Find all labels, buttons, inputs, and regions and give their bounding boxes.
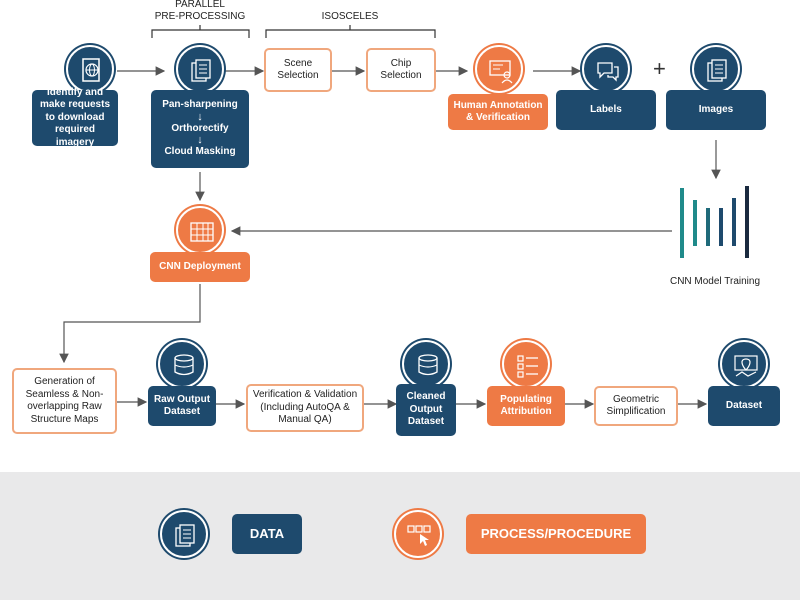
chip-selection-box: Chip Selection [366, 48, 436, 92]
checkbox-click-icon [407, 525, 431, 546]
down-arrow-icon: ↓ [197, 134, 203, 147]
server-rack-icon [190, 222, 214, 242]
populating-icon-circle [502, 340, 550, 388]
legend-data-box: DATA [232, 514, 302, 554]
pan-sharpening-label: Pan-sharpening [162, 99, 238, 111]
human-annotation-icon-circle [475, 45, 523, 93]
down-arrow-icon: ↓ [197, 110, 203, 123]
database-icon [174, 354, 194, 376]
cnn-deployment-box: CNN Deployment [150, 252, 250, 282]
person-screen-icon [489, 60, 513, 84]
speech-bubbles-icon [597, 62, 619, 82]
geometric-simplification-box: Geometric Simplification [594, 386, 678, 426]
verification-box: Verification & Validation (Including Aut… [246, 384, 364, 432]
orthorectify-label: Orthorectify [171, 122, 229, 134]
labels-icon-circle [582, 45, 630, 93]
identify-imagery-box: Identify and make requests to download r… [32, 87, 118, 148]
raw-output-dataset-box: Raw Output Dataset [148, 386, 216, 426]
cleaned-output-icon-circle [402, 340, 450, 388]
isosceles-bracket [265, 29, 436, 38]
stacked-documents-icon [175, 524, 195, 547]
parallel-bracket [151, 29, 250, 38]
labels-box: Labels [556, 90, 656, 130]
globe-document-icon [82, 58, 100, 82]
generation-box: Generation of Seamless & Non-overlapping… [12, 368, 117, 434]
isosceles-label: ISOSCELES [321, 11, 379, 22]
stacked-documents-icon [707, 59, 727, 82]
legend-process-icon-circle [394, 510, 442, 558]
legend-data-icon-circle [160, 510, 208, 558]
images-box: Images [666, 90, 766, 130]
raw-output-icon-circle [158, 340, 206, 388]
cloud-masking-label: Cloud Masking [164, 146, 236, 158]
cleaned-output-dataset-box: Cleaned Output Dataset [396, 384, 456, 436]
preprocessing-icon-circle [176, 45, 224, 93]
database-icon [418, 354, 438, 376]
populating-attribution-box: Populating Attribution [487, 386, 565, 426]
preprocessing-box: Pan-sharpening ↓ Orthorectify ↓ Cloud Ma… [151, 90, 249, 168]
human-annotation-box: Human Annotation & Verification [448, 94, 548, 130]
dataset-box: Dataset [708, 386, 780, 426]
map-pin-icon [734, 355, 758, 377]
images-icon-circle [692, 45, 740, 93]
dataset-icon-circle [720, 340, 768, 388]
parallel-preprocessing-label: PARALLEL PRE-PROCESSING [154, 0, 246, 22]
legend-process-box: PROCESS/PROCEDURE [466, 514, 646, 554]
scene-selection-box: Scene Selection [264, 48, 332, 92]
plus-sign: + [653, 56, 666, 81]
cnn-model-icon [680, 186, 749, 258]
stacked-documents-icon [191, 59, 211, 82]
checklist-icon [517, 355, 538, 378]
cnn-deployment-icon-circle [176, 206, 224, 254]
cnn-model-training-label: CNN Model Training [669, 276, 761, 287]
